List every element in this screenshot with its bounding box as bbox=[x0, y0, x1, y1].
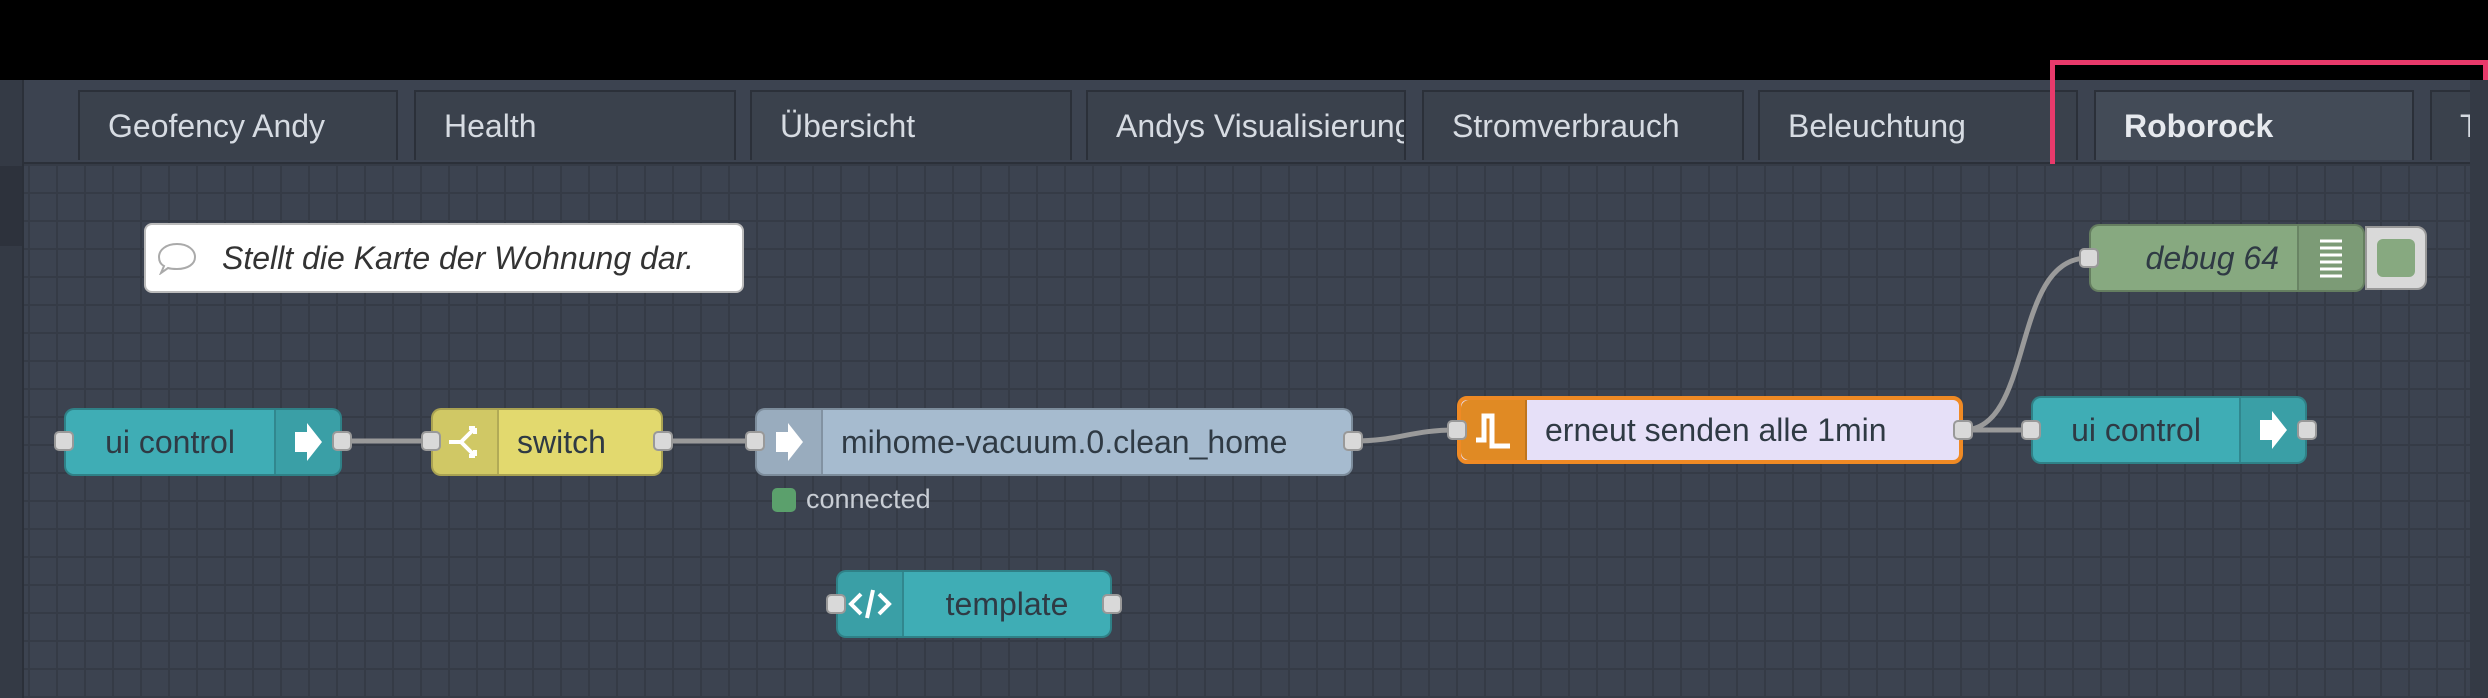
output-port[interactable] bbox=[2297, 420, 2317, 440]
comment-bubble-icon bbox=[146, 241, 208, 275]
status-dot-icon bbox=[772, 487, 796, 512]
mihome-vacuum-node[interactable]: mihome-vacuum.0.clean_home bbox=[755, 408, 1353, 476]
node-status: connected bbox=[772, 484, 931, 515]
node-label: erneut senden alle 1min bbox=[1545, 411, 1887, 448]
node-label: switch bbox=[517, 423, 606, 460]
tab-geofency-andy[interactable]: Geofency Andy bbox=[78, 90, 398, 160]
tab-health[interactable]: Health bbox=[414, 90, 736, 160]
input-port[interactable] bbox=[2079, 248, 2099, 268]
right-panel-edge bbox=[2470, 80, 2488, 698]
flow-tab-bar: Geofency Andy Health Übersicht Andys Vis… bbox=[0, 80, 2488, 164]
top-black-bar bbox=[0, 0, 2488, 80]
input-port[interactable] bbox=[745, 431, 765, 451]
output-port[interactable] bbox=[1953, 420, 1973, 440]
trigger-pulse-icon bbox=[1461, 400, 1527, 460]
code-brackets-icon bbox=[838, 572, 904, 636]
debug-list-icon bbox=[2297, 226, 2363, 290]
input-port[interactable] bbox=[421, 431, 441, 451]
input-port[interactable] bbox=[54, 431, 74, 451]
output-port[interactable] bbox=[332, 431, 352, 451]
tab-uebersicht[interactable]: Übersicht bbox=[750, 90, 1072, 160]
left-panel-handle[interactable] bbox=[0, 166, 22, 246]
tab-stromverbrauch[interactable]: Stromverbrauch bbox=[1422, 90, 1744, 160]
status-text: connected bbox=[806, 484, 931, 514]
node-label: ui control bbox=[2071, 411, 2201, 448]
input-port[interactable] bbox=[2021, 420, 2041, 440]
trigger-node[interactable]: erneut senden alle 1min bbox=[1457, 396, 1963, 464]
debug-node[interactable]: debug 64 bbox=[2089, 224, 2365, 292]
tab-andys-visualisierung[interactable]: Andys Visualisierung bbox=[1086, 90, 1406, 160]
ui-control-node[interactable]: ui control bbox=[64, 408, 342, 476]
output-port[interactable] bbox=[1102, 594, 1122, 614]
arrow-right-icon bbox=[2239, 398, 2305, 462]
comment-node[interactable]: Stellt die Karte der Wohnung dar. bbox=[144, 223, 744, 293]
node-label: template bbox=[945, 585, 1069, 622]
output-port[interactable] bbox=[653, 431, 673, 451]
node-label: mihome-vacuum.0.clean_home bbox=[841, 423, 1288, 460]
ui-control-node[interactable]: ui control bbox=[2031, 396, 2307, 464]
arrow-right-icon bbox=[274, 410, 340, 474]
input-port[interactable] bbox=[1447, 420, 1467, 440]
output-port[interactable] bbox=[1343, 431, 1363, 451]
switch-node[interactable]: switch bbox=[431, 408, 663, 476]
tab-roborock[interactable]: Roborock bbox=[2094, 90, 2414, 160]
tab-beleuchtung[interactable]: Beleuchtung bbox=[1758, 90, 2078, 160]
template-node[interactable]: template bbox=[836, 570, 1112, 638]
node-label: debug 64 bbox=[2145, 239, 2279, 276]
debug-toggle-indicator bbox=[2377, 239, 2415, 277]
arrow-right-icon bbox=[757, 410, 823, 474]
debug-toggle-button[interactable] bbox=[2365, 226, 2427, 290]
node-label: ui control bbox=[105, 423, 235, 460]
comment-text: Stellt die Karte der Wohnung dar. bbox=[222, 239, 694, 276]
switch-icon bbox=[433, 410, 499, 474]
left-panel-edge bbox=[0, 80, 24, 698]
input-port[interactable] bbox=[826, 594, 846, 614]
